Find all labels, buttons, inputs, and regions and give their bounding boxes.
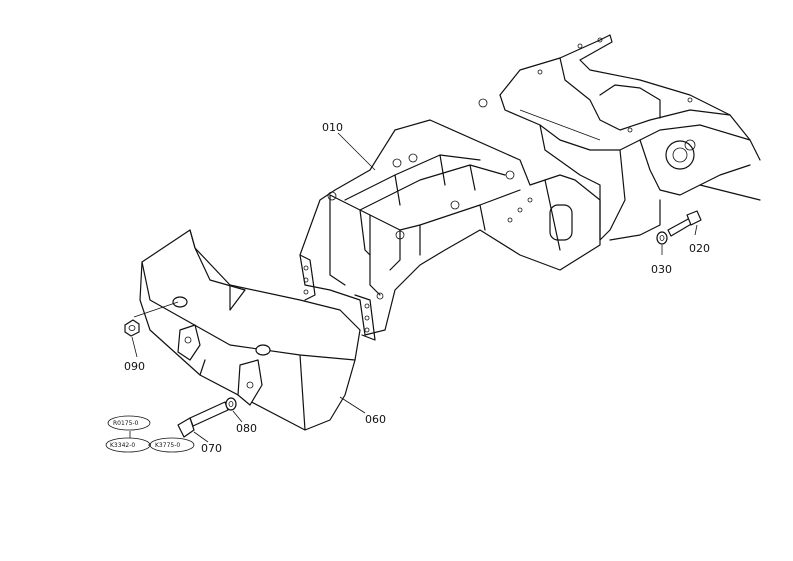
callout-030: 030: [651, 263, 672, 276]
front-frame: [299, 98, 601, 341]
leader-lines: [129, 132, 698, 446]
callout-090: 090: [124, 360, 145, 373]
ref-tag-3: K3775-0: [149, 437, 195, 453]
svg-text:K3775-0: K3775-0: [155, 442, 180, 449]
washer-lower: [225, 397, 237, 411]
callout-060: 060: [365, 413, 386, 426]
ref-tag-1: R0175-0: [107, 415, 151, 431]
svg-text:R0175-0: R0175-0: [113, 420, 139, 427]
bolt-lower: [177, 401, 229, 438]
callout-020: 020: [689, 242, 710, 255]
washer-upper: [656, 231, 668, 245]
nut: [124, 319, 140, 337]
ref-tag-2: K3342-0: [105, 437, 151, 453]
transmission-housing: [499, 34, 761, 241]
svg-text:K3342-0: K3342-0: [110, 442, 135, 449]
callout-080: 080: [236, 422, 257, 435]
front-weight: [139, 229, 361, 431]
bolt-upper: [667, 210, 702, 237]
callout-070: 070: [201, 442, 222, 455]
callout-010: 010: [322, 121, 343, 134]
